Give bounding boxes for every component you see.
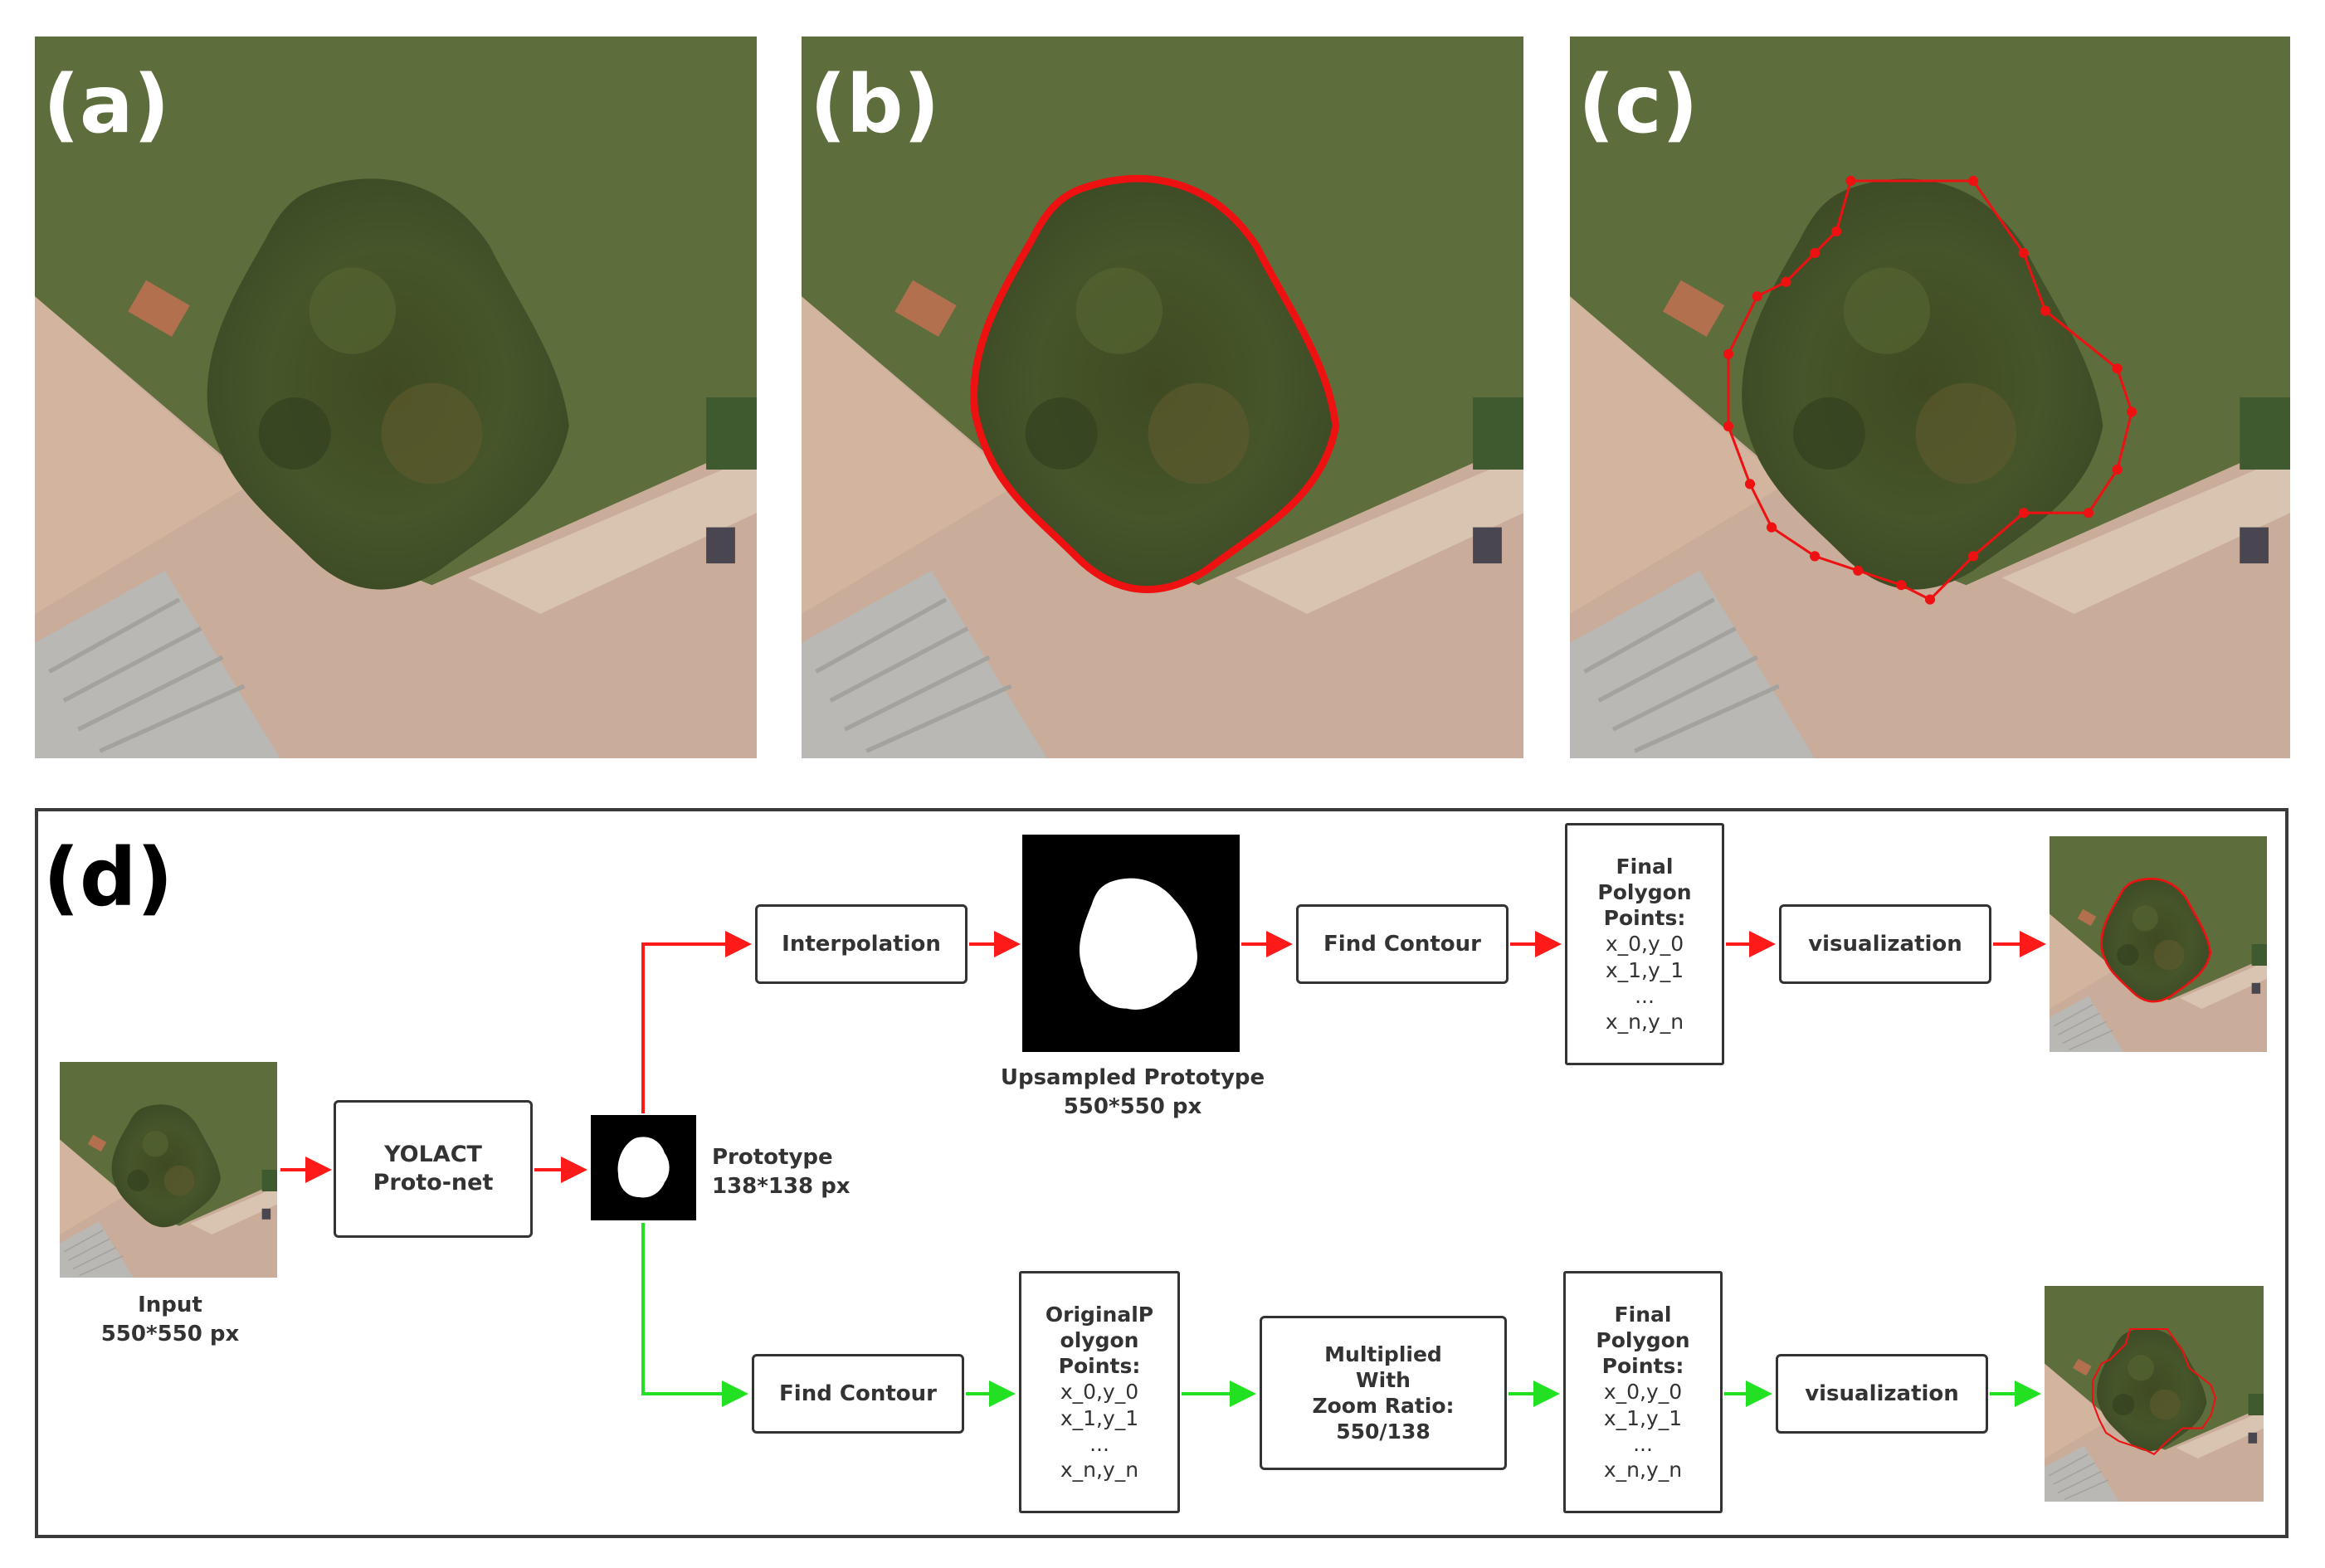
final-polygon-points-box-top: Final Polygon Points: x_0,y_0 x_1,y_1 ..… bbox=[1565, 823, 1724, 1065]
find-contour-box-top: Find Contour bbox=[1296, 904, 1509, 984]
input-image bbox=[60, 1062, 277, 1278]
pipeline-frame bbox=[35, 808, 2288, 1538]
find-contour-box-bottom: Find Contour bbox=[752, 1354, 964, 1434]
multiplied-zoom-ratio-box: Multiplied With Zoom Ratio: 550/138 bbox=[1260, 1316, 1507, 1470]
photo-c bbox=[1570, 37, 2290, 758]
output-image-bottom bbox=[2045, 1286, 2264, 1502]
visualization-box-bottom: visualization bbox=[1776, 1354, 1988, 1434]
panel-label-a: (a) bbox=[43, 58, 170, 151]
panel-label-d: (d) bbox=[43, 831, 173, 924]
input-caption: Input 550*550 px bbox=[100, 1293, 240, 1347]
final-polygon-points-box-bottom: Final Polygon Points: x_0,y_0 x_1,y_1 ..… bbox=[1563, 1271, 1723, 1513]
panel-label-c: (c) bbox=[1578, 58, 1699, 151]
prototype-mask bbox=[591, 1115, 696, 1220]
smooth-contour bbox=[970, 175, 1340, 593]
yolact-proto-net-box: YOLACT Proto-net bbox=[334, 1100, 533, 1238]
interpolation-box: Interpolation bbox=[755, 904, 968, 984]
upsampled-prototype-caption: Upsampled Prototype 550*550 px bbox=[1000, 1065, 1265, 1120]
visualization-box-top: visualization bbox=[1779, 904, 1991, 984]
upsampled-prototype-mask bbox=[1022, 835, 1240, 1052]
prototype-caption: Prototype 138*138 px bbox=[712, 1145, 851, 1200]
photo-b bbox=[802, 37, 1523, 758]
panel-label-b: (b) bbox=[810, 58, 940, 151]
original-polygon-points-box: OriginalP olygon Points: x_0,y_0 x_1,y_1… bbox=[1019, 1271, 1180, 1513]
output-image-top bbox=[2050, 836, 2267, 1052]
